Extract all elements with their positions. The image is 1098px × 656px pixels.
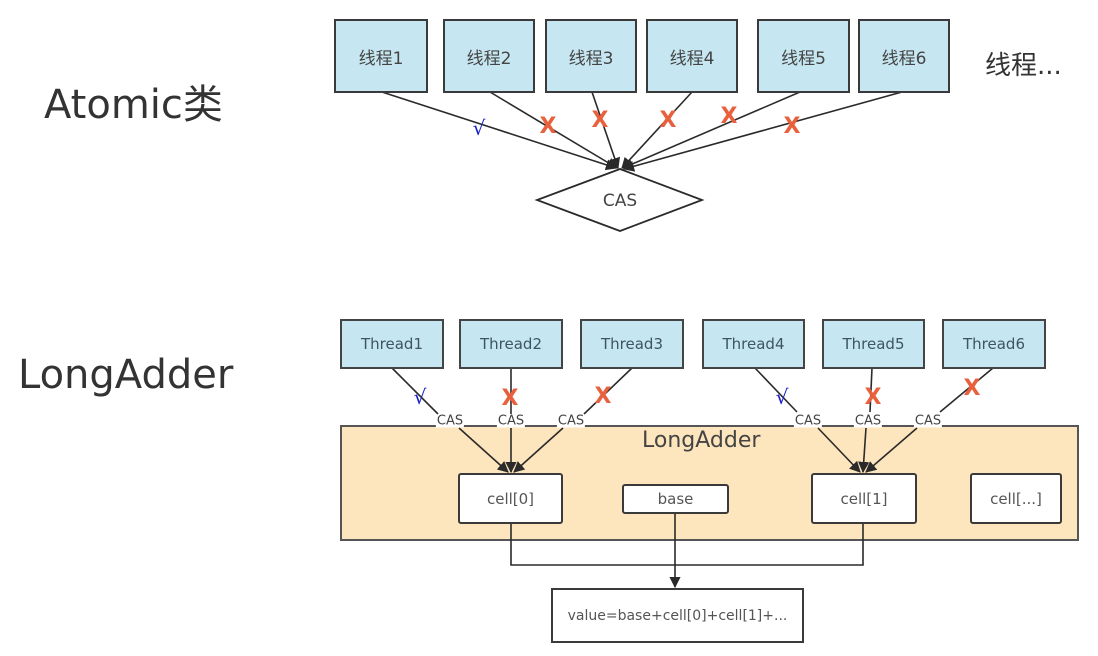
cell-more[interactable]: cell[...] [970, 473, 1062, 524]
thread-label: Thread4 [722, 335, 785, 353]
cas-label-1: CAS [435, 413, 465, 429]
cell-label: cell[0] [486, 489, 535, 508]
cas5-to-cell1 [858, 427, 870, 474]
check-icon: √ [413, 385, 427, 409]
thread-label: Thread2 [480, 335, 542, 353]
thread-label: 线程5 [781, 48, 826, 69]
atomic-edge-1 [381, 91, 618, 171]
cas1-to-cell0 [458, 427, 509, 473]
base-cell[interactable]: base [622, 484, 729, 514]
atomic-edge-6 [622, 91, 903, 172]
la-thread-1[interactable]: Thread1 [340, 319, 444, 369]
cas6-to-cell1 [865, 427, 918, 473]
cross-icon: X [864, 385, 882, 410]
cell-0[interactable]: cell[0] [458, 473, 563, 524]
check-icon: √ [472, 116, 486, 140]
cas-diamond [534, 168, 705, 232]
atomic-edge-4 [621, 91, 693, 169]
thread-label: Thread5 [842, 335, 905, 353]
atomic-edge-2 [489, 91, 618, 169]
atomic-section-title: Atomic类 [44, 82, 223, 128]
check-icon: √ [775, 385, 789, 409]
longadder-container-title: LongAdder [642, 428, 761, 453]
atomic-thread-3[interactable]: 线程3 [545, 19, 637, 93]
cas-label-4: CAS [793, 413, 823, 429]
thread-label: Thread1 [361, 335, 423, 353]
cell0-to-sum [510, 523, 675, 566]
la-thread3-edge [583, 367, 633, 415]
la-thread5-edge [869, 367, 873, 413]
cell-label: cell[1] [840, 489, 888, 508]
cross-icon: X [659, 108, 677, 133]
la-thread1-edge [391, 367, 439, 415]
atomic-thread-2[interactable]: 线程2 [443, 19, 535, 93]
cell-1[interactable]: cell[1] [811, 473, 917, 524]
thread-label: 线程4 [669, 48, 715, 69]
thread-label: Thread6 [963, 335, 1025, 353]
la-thread-4[interactable]: Thread4 [702, 319, 805, 369]
la-thread-2[interactable]: Thread2 [459, 319, 563, 369]
atomic-thread-6[interactable]: 线程6 [858, 19, 950, 93]
cross-icon: X [720, 104, 738, 129]
atomic-thread-4[interactable]: 线程4 [646, 19, 738, 93]
more-threads-label: 线程... [985, 51, 1062, 81]
thread-label: 线程3 [568, 48, 614, 69]
cell-label: cell[...] [990, 489, 1042, 508]
cas-label-2: CAS [496, 413, 526, 429]
longadder-section-title: LongAdder [18, 352, 234, 398]
atomic-edge-3 [591, 91, 621, 170]
la-thread6-edge [939, 367, 994, 413]
cas3-to-cell0 [513, 427, 564, 473]
thread-label: 线程6 [881, 48, 927, 69]
la-thread4-edge [754, 367, 798, 413]
cas-label-3: CAS [556, 413, 586, 429]
la-thread-3[interactable]: Thread3 [580, 319, 684, 369]
cell1-to-sum [675, 523, 864, 566]
cross-icon: X [783, 114, 801, 139]
cross-icon: X [591, 108, 609, 133]
cas-diamond-label: CAS [602, 191, 638, 211]
cas-label-5: CAS [853, 413, 883, 429]
la-thread-6[interactable]: Thread6 [942, 319, 1046, 369]
cross-icon: X [501, 386, 519, 411]
atomic-thread-5[interactable]: 线程5 [757, 19, 850, 93]
value-formula-box: value=base+cell[0]+cell[1]+... [551, 588, 804, 643]
cas4-to-cell1 [817, 427, 861, 473]
cas-label-6: CAS [913, 413, 943, 429]
cross-icon: X [963, 376, 981, 401]
thread-label: Thread3 [601, 335, 663, 353]
cross-icon: X [594, 384, 612, 409]
cell-label: base [657, 490, 694, 508]
atomic-edge-5 [621, 91, 801, 170]
la-thread-5[interactable]: Thread5 [822, 319, 925, 369]
thread-label: 线程2 [466, 48, 512, 69]
atomic-thread-1[interactable]: 线程1 [334, 19, 428, 93]
cross-icon: X [539, 114, 557, 139]
value-formula: value=base+cell[0]+cell[1]+... [567, 607, 788, 624]
thread-label: 线程1 [358, 48, 404, 69]
